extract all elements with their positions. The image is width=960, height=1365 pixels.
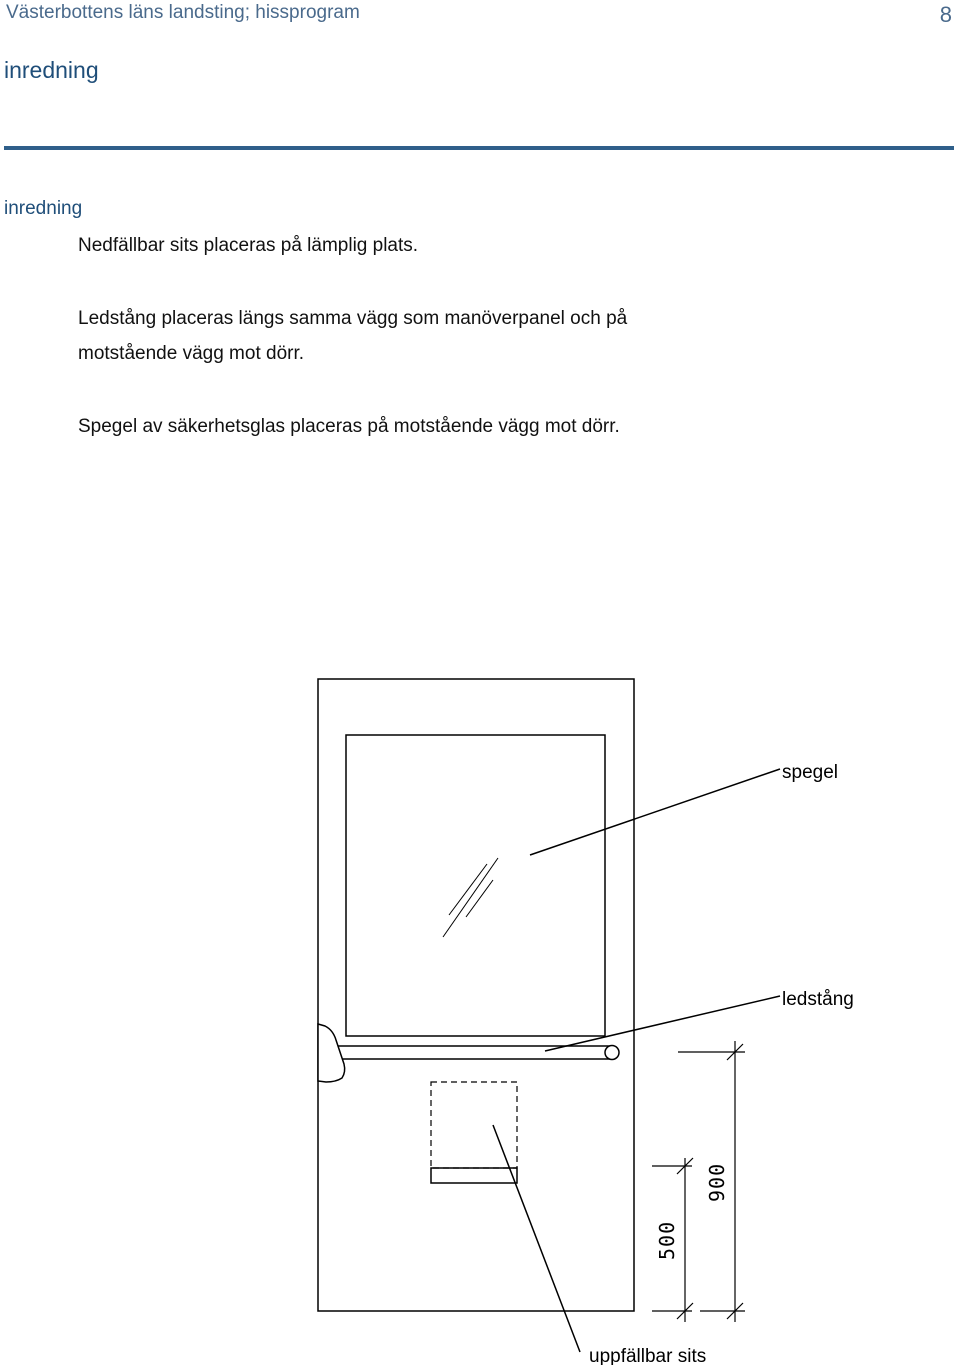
paragraph-handrail: Ledstång placeras längs samma vägg som m… — [78, 308, 628, 364]
wall-outline — [318, 679, 634, 1311]
seat-height-dimension-value: 500 — [655, 1221, 679, 1260]
running-header: Västerbottens läns landsting; hissprogra… — [6, 2, 360, 23]
seat-leader-line — [493, 1125, 580, 1352]
handrail-label: ledstång — [782, 989, 854, 1010]
handrail-height-dimension — [678, 1041, 745, 1322]
folding-seat — [431, 1168, 517, 1183]
paragraph-mirror: Spegel av säkerhetsglas placeras på mots… — [78, 416, 620, 437]
header-divider — [4, 146, 954, 150]
handrail-leader-line — [545, 996, 780, 1051]
mirror-leader-line — [530, 769, 780, 855]
seat-label: uppfällbar sits — [589, 1346, 706, 1365]
handrail-bracket — [318, 1024, 345, 1082]
mirror-reflection-hatch — [443, 858, 498, 937]
seat-height-dimension — [652, 1158, 693, 1322]
section-heading: inredning — [4, 198, 83, 219]
mirror-label: spegel — [782, 762, 838, 783]
handrail-height-dimension-value: 900 — [705, 1163, 729, 1202]
handrail — [338, 1046, 619, 1060]
mirror — [346, 735, 605, 1036]
paragraph-seat: Nedfällbar sits placeras på lämplig plat… — [78, 235, 419, 256]
chapter-title: inredning — [4, 57, 99, 83]
page-number: 8 — [939, 2, 952, 27]
